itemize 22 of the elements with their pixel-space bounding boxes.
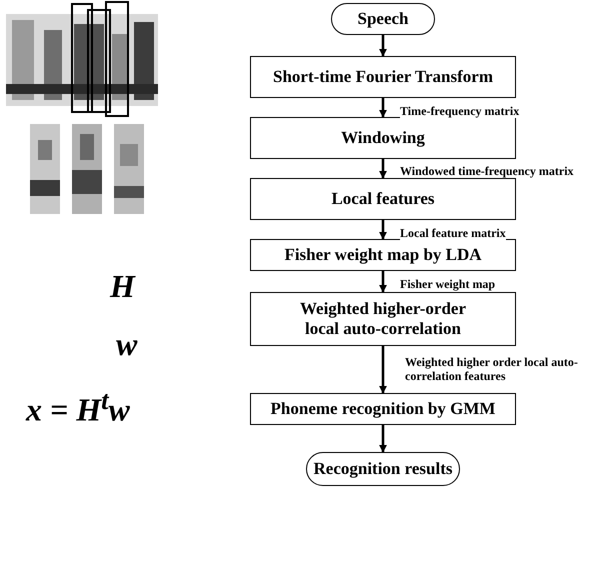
process-box: Phoneme recognition by GMM xyxy=(250,393,516,425)
math-label: x = H$^{t}$w xyxy=(26,384,130,428)
arrow xyxy=(379,425,387,453)
process-box: Windowing xyxy=(250,117,516,159)
process-box: Local features xyxy=(250,178,516,220)
math-label: H xyxy=(110,268,135,304)
arrow xyxy=(379,98,387,118)
edge-label: Time-frequency matrix xyxy=(400,104,520,118)
arrow xyxy=(379,346,387,394)
math-label: w xyxy=(116,326,138,362)
edge-label: Windowed time-frequency matrix xyxy=(400,164,574,178)
arrow xyxy=(379,271,387,293)
arrow xyxy=(379,35,387,57)
terminal-box: Recognition results xyxy=(306,452,460,486)
process-box: Short-time Fourier Transform xyxy=(250,56,516,98)
edge-label: Fisher weight map xyxy=(400,277,496,291)
process-box: Fisher weight map by LDA xyxy=(250,239,516,271)
arrow xyxy=(379,220,387,240)
arrow xyxy=(379,159,387,179)
edge-label: Local feature matrix xyxy=(400,226,506,240)
terminal-box: Speech xyxy=(331,3,435,35)
process-box: Weighted higher-order local auto-correlation xyxy=(250,292,516,346)
